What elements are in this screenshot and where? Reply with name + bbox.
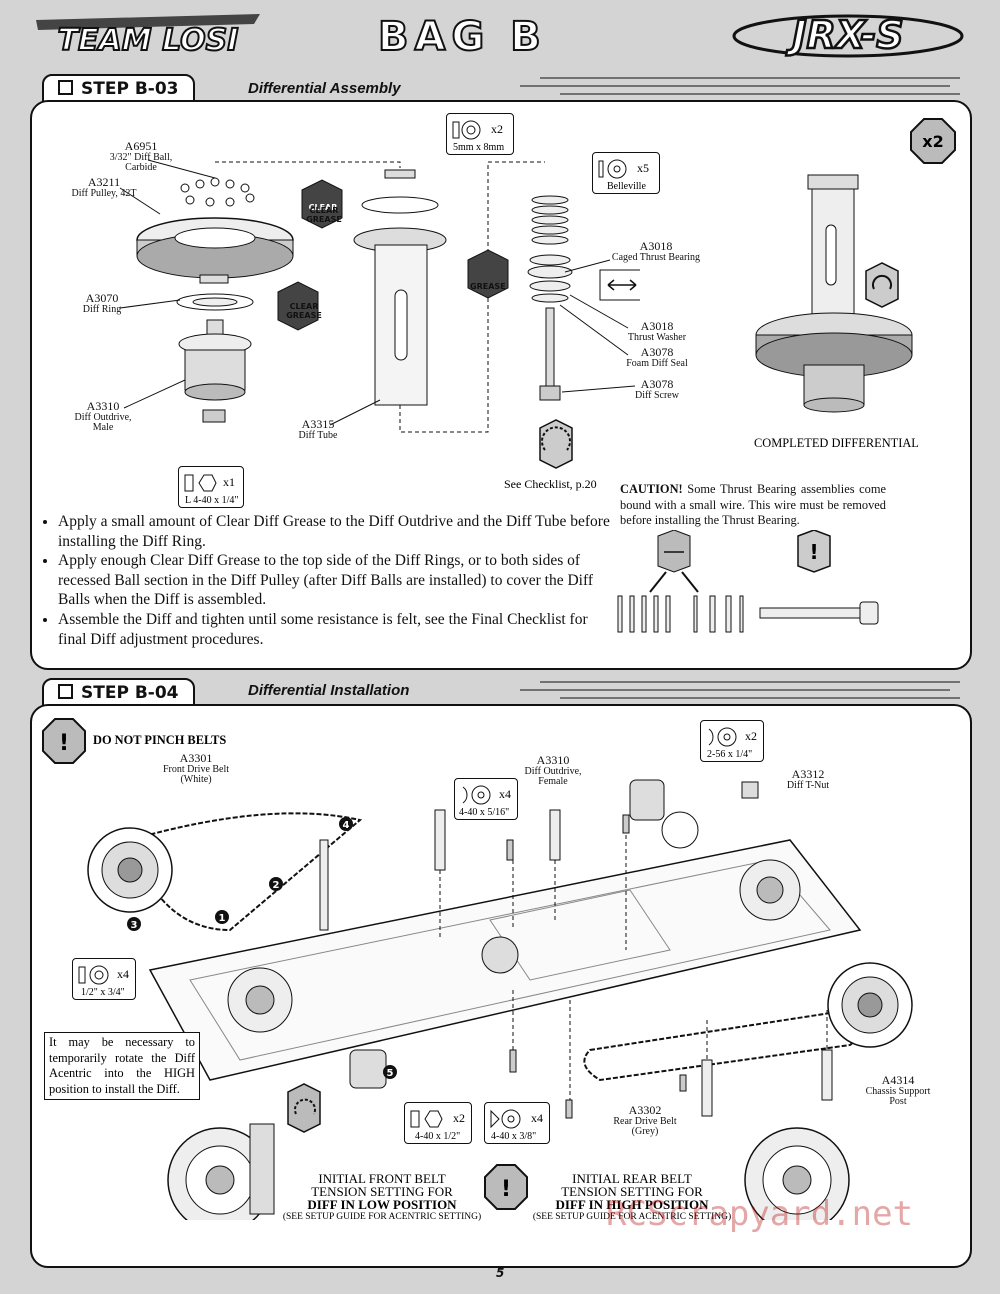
rear-belt-detail-illustration: [744, 1127, 850, 1220]
header-rule-lines: [520, 681, 960, 699]
instruction-item: Apply a small amount of Clear Diff Greas…: [58, 512, 618, 551]
svg-text:1: 1: [219, 913, 226, 924]
svg-text:CLEAR: CLEAR: [309, 203, 338, 212]
bearing-icon: [78, 965, 109, 985]
bearing-tag-1-2: x4 1/2" x 3/4": [72, 958, 136, 1000]
do-not-pinch-warning: DO NOT PINCH BELTS: [93, 733, 227, 747]
front-belt-caption: INITIAL FRONT BELT TENSION SETTING FOR D…: [282, 1171, 482, 1222]
screw-tag-3-8: x4 4-40 x 3/8": [484, 1102, 550, 1144]
jrx-s-logo: JRX-S: [732, 12, 964, 58]
screw-head-icon: [708, 727, 737, 747]
bearing-tag: x2 5mm x 8mm: [446, 113, 514, 155]
clear-grease-label-2: CLEAR GREASE: [286, 302, 322, 320]
screw-tag-5-16: x4 4-40 x 5/16": [454, 778, 518, 820]
svg-text:x2: x2: [922, 132, 943, 151]
screw-head-icon: [462, 785, 491, 805]
team-losi-logo: TEAM LOSI: [36, 14, 260, 56]
svg-text:JRX-S: JRX-S: [785, 13, 903, 57]
washer-icon: [598, 159, 627, 179]
warning-icon: !: [484, 1164, 528, 1210]
completed-diff-caption: COMPLETED DIFFERENTIAL: [754, 436, 919, 450]
svg-text:TEAM LOSI: TEAM LOSI: [58, 23, 239, 56]
completed-differential-illustration: [755, 174, 913, 413]
quantity-badge: x2: [910, 118, 956, 164]
diff-assembly-illustration: CLEAR: [119, 159, 640, 469]
step-label: STEP B-03: [81, 79, 179, 99]
caution-note: CAUTION! Some Thrust Bearing assemblies …: [620, 482, 886, 527]
chassis-installation-illustration: 1 2 3 4 5: [87, 779, 913, 1133]
belleville-tag: x5 Belleville: [592, 152, 660, 194]
svg-text:!: !: [501, 1177, 511, 1202]
svg-text:2: 2: [273, 880, 280, 891]
svg-text:3: 3: [131, 920, 138, 931]
step-b04-tab: STEP B-04: [42, 678, 195, 708]
front-belt-detail-illustration: [167, 1123, 275, 1220]
screw-tag-2-56: x2 2-56 x 1/4": [700, 720, 764, 762]
checkbox-icon: [58, 80, 73, 95]
nut-tag: x1 L 4-40 x 1/4": [178, 466, 244, 508]
grease-label: GREASE: [470, 282, 506, 291]
svg-text:!: !: [809, 540, 818, 564]
clear-grease-label-1: CLEAR GREASE: [306, 206, 342, 224]
bag-title: BAG B: [377, 13, 547, 61]
step-title: Differential Installation: [248, 682, 410, 699]
watermark: RCScrapyard.net: [606, 1194, 914, 1234]
header-rule-lines: [520, 77, 960, 95]
caution-illustration: !: [617, 530, 879, 633]
assembly-instructions: Apply a small amount of Clear Diff Greas…: [40, 512, 618, 649]
see-checklist: See Checklist, p.20: [504, 477, 597, 491]
cap-screw-icon: [410, 1110, 443, 1128]
flathead-screw-icon: [490, 1109, 521, 1129]
step-title: Differential Assembly: [248, 80, 401, 97]
page-number: 5: [496, 1266, 505, 1280]
screw-tag-1-2: x2 4-40 x 1/2": [404, 1102, 472, 1144]
nut-icon: [184, 474, 217, 492]
checkbox-icon: [58, 684, 73, 699]
rear-belt-caption: INITIAL REAR BELT TENSION SETTING FOR DI…: [532, 1171, 732, 1222]
warning-icon: !: [42, 718, 86, 764]
svg-text:5: 5: [387, 1068, 394, 1079]
instruction-item: Apply enough Clear Diff Grease to the to…: [58, 551, 618, 610]
svg-text:4: 4: [343, 820, 350, 831]
svg-text:!: !: [59, 731, 69, 756]
acentric-note: It may be necessary to temporarily rotat…: [44, 1032, 200, 1100]
instruction-item: Assemble the Diff and tighten until some…: [58, 610, 618, 649]
bearing-icon: [452, 120, 481, 140]
step-label: STEP B-04: [81, 683, 179, 703]
